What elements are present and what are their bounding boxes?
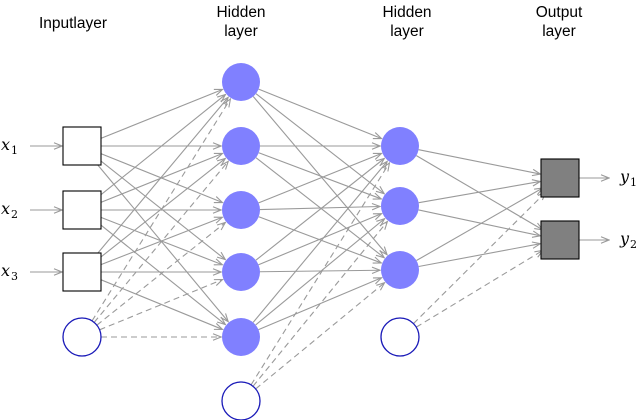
hidden-node bbox=[222, 127, 260, 165]
bias-connection bbox=[255, 283, 385, 390]
connection bbox=[258, 278, 382, 331]
layer-title-line: layer bbox=[224, 23, 258, 40]
layer-title-line: Output bbox=[536, 4, 583, 21]
connections bbox=[91, 88, 546, 390]
input-label-symbol: x bbox=[1, 135, 10, 154]
layer-title-output: Output layer bbox=[536, 4, 583, 40]
input-node bbox=[62, 190, 102, 230]
output-label: y2 bbox=[619, 229, 637, 251]
input-label-subscript: 1 bbox=[11, 144, 18, 157]
connection bbox=[258, 88, 382, 138]
hidden-node bbox=[222, 63, 260, 101]
connection bbox=[418, 209, 541, 236]
hidden-node bbox=[222, 253, 260, 291]
input-label-symbol: x bbox=[1, 261, 10, 280]
connection bbox=[96, 95, 226, 199]
layer-titles: Inputlayer Hidden layer Hidden layer Output la… bbox=[39, 4, 583, 40]
bias-connection bbox=[93, 161, 228, 323]
connection bbox=[258, 153, 382, 204]
input-label: x1 bbox=[1, 135, 18, 157]
io-arrows bbox=[30, 146, 609, 272]
output-label-subscript: 1 bbox=[630, 176, 637, 189]
connection bbox=[93, 97, 228, 258]
input-node bbox=[62, 126, 102, 166]
bias-connection bbox=[415, 250, 543, 328]
connection bbox=[418, 149, 541, 174]
connection bbox=[99, 89, 223, 140]
nodes bbox=[62, 63, 580, 420]
bias-connection bbox=[413, 192, 545, 324]
bias-connection bbox=[252, 222, 387, 387]
bias-node bbox=[380, 317, 420, 357]
output-label: y1 bbox=[619, 167, 637, 189]
connection bbox=[418, 181, 541, 204]
connection bbox=[416, 155, 542, 230]
input-node bbox=[62, 252, 102, 292]
bias-connection bbox=[96, 222, 226, 326]
layer-title-line: Inputlayer bbox=[39, 15, 107, 32]
input-label-symbol: x bbox=[1, 199, 10, 218]
layer-title-hidden2: Hidden layer bbox=[382, 4, 431, 40]
input-label: x2 bbox=[1, 199, 18, 221]
output-label-subscript: 2 bbox=[630, 238, 637, 251]
connection bbox=[99, 217, 223, 266]
layer-title-line: Hidden bbox=[382, 4, 431, 21]
connection bbox=[258, 216, 382, 263]
connection bbox=[258, 214, 382, 266]
connection bbox=[259, 270, 380, 272]
input-label-subscript: 2 bbox=[11, 208, 18, 221]
connection bbox=[252, 161, 387, 323]
hidden-node bbox=[222, 191, 260, 229]
connection bbox=[255, 158, 384, 261]
connection bbox=[99, 278, 223, 329]
output-label-symbol: y bbox=[619, 229, 630, 248]
connection bbox=[255, 93, 384, 194]
layer-title-line: layer bbox=[390, 23, 424, 40]
layer-title-line: Hidden bbox=[216, 4, 265, 21]
hidden-node bbox=[381, 187, 419, 225]
bias-connection bbox=[99, 280, 223, 331]
bias-node bbox=[62, 317, 102, 357]
hidden-node bbox=[381, 127, 419, 165]
connection bbox=[416, 188, 542, 262]
hidden-node bbox=[222, 318, 260, 356]
connection bbox=[418, 244, 541, 268]
bias-node bbox=[221, 381, 261, 420]
input-label-subscript: 3 bbox=[11, 270, 18, 283]
connection bbox=[259, 207, 380, 210]
connection bbox=[258, 152, 382, 199]
layer-title-hidden1: Hidden layer bbox=[216, 4, 265, 40]
output-label-symbol: y bbox=[619, 167, 630, 186]
hidden-node bbox=[381, 251, 419, 289]
layer-title-line: layer bbox=[542, 23, 576, 40]
output-node bbox=[540, 220, 580, 260]
bias-connection bbox=[91, 99, 230, 322]
layer-title-input: Inputlayer bbox=[39, 15, 107, 32]
input-label: x3 bbox=[1, 261, 18, 283]
output-node bbox=[540, 158, 580, 198]
bias-connection bbox=[250, 163, 389, 386]
connection bbox=[255, 219, 385, 326]
